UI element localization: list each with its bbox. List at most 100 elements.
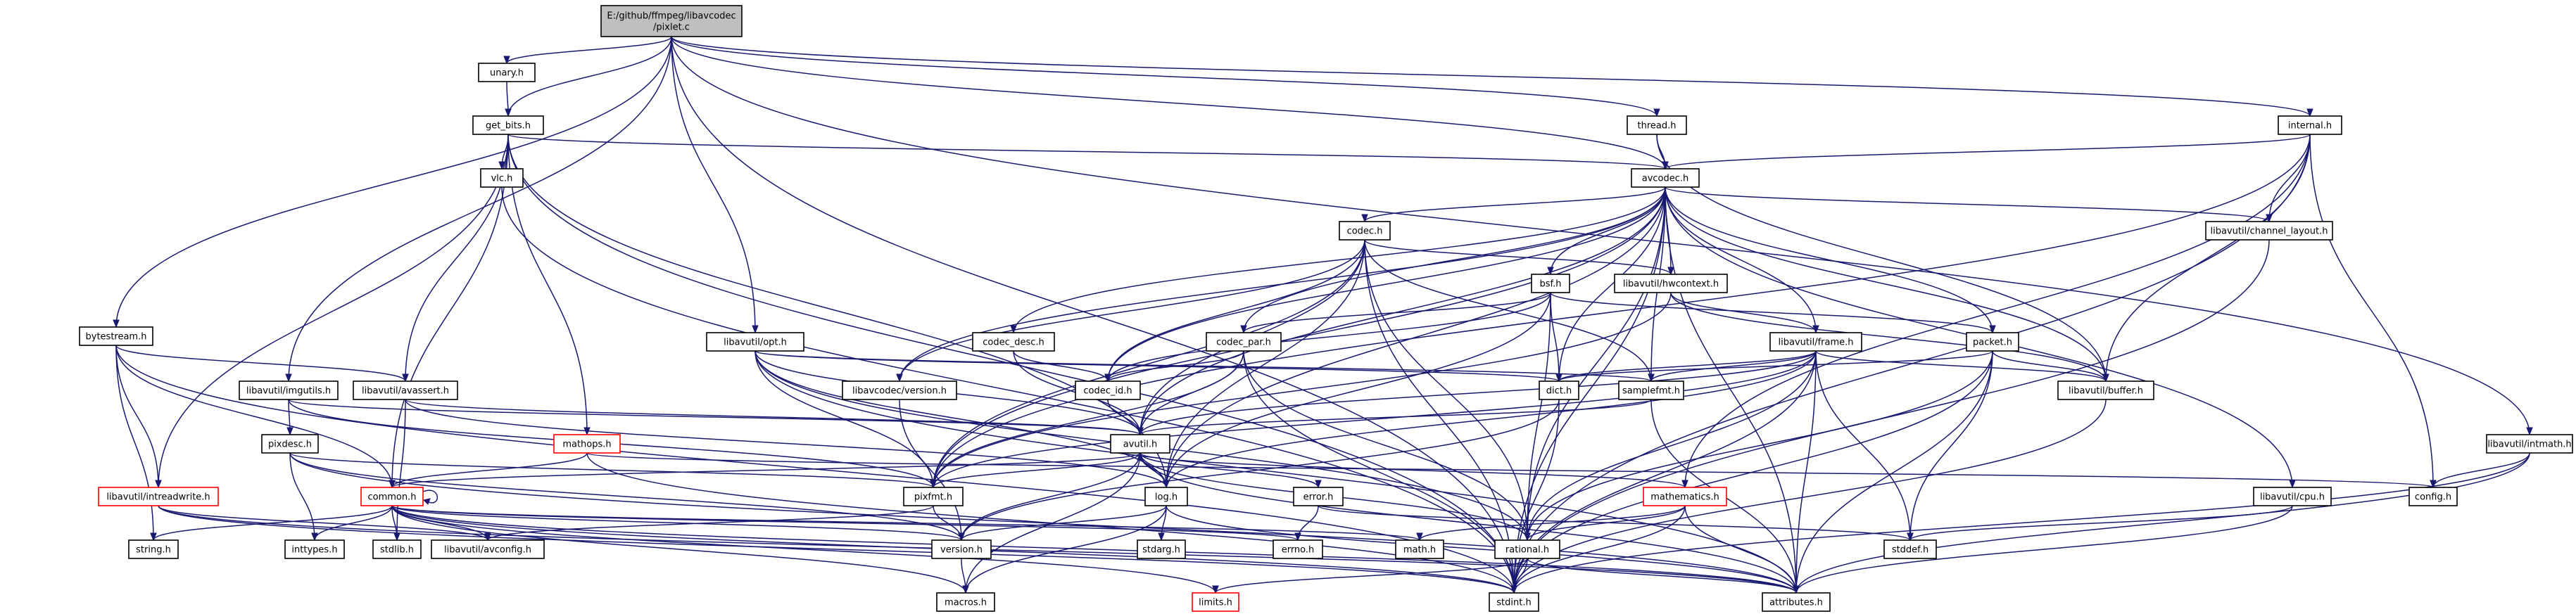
node-avassert[interactable]: libavutil/avassert.h [353,380,458,400]
node-vlc[interactable]: vlc.h [480,168,524,188]
node-hwcontext[interactable]: libavutil/hwcontext.h [1614,274,1728,293]
node-box[interactable] [472,115,544,135]
node-box[interactable] [239,380,339,400]
node-box[interactable] [353,380,458,400]
node-box[interactable] [478,63,536,82]
node-stddef[interactable]: stddef.h [1883,539,1937,559]
node-box[interactable] [1395,539,1444,559]
node-box[interactable] [706,332,804,352]
node-rational[interactable]: rational.h [1494,539,1560,559]
node-box[interactable] [98,487,219,506]
node-samplefmt[interactable]: samplefmt.h [1618,380,1684,400]
node-box[interactable] [1489,592,1539,612]
node-attributes[interactable]: attributes.h [1762,592,1831,612]
node-error[interactable]: error.h [1293,487,1344,506]
node-opt[interactable]: libavutil/opt.h [706,332,804,352]
node-getbits[interactable]: get_bits.h [472,115,544,135]
node-intreadwrite[interactable]: libavutil/intreadwrite.h [98,487,219,506]
node-errno[interactable]: errno.h [1273,539,1323,559]
node-internal[interactable]: internal.h [2278,115,2342,135]
node-box[interactable] [1762,592,1831,612]
node-pixfmt[interactable]: pixfmt.h [903,487,964,506]
node-limits[interactable]: limits.h [1192,592,1239,612]
node-mathops[interactable]: mathops.h [553,434,621,454]
node-buffer[interactable]: libavutil/buffer.h [2057,380,2154,400]
node-box[interactable] [1614,274,1728,293]
node-box[interactable] [1293,487,1344,506]
node-common[interactable]: common.h [360,487,424,506]
node-intmath[interactable]: libavutil/intmath.h [2486,434,2573,454]
node-box[interactable] [2486,434,2573,454]
node-box[interactable] [931,539,992,559]
node-box[interactable] [1206,332,1282,352]
node-imgutils[interactable]: libavutil/imgutils.h [239,380,339,400]
node-box[interactable] [284,539,345,559]
node-box[interactable] [1144,487,1188,506]
node-box[interactable] [128,539,179,559]
node-box[interactable] [2253,487,2332,506]
node-box[interactable] [553,434,621,454]
node-box[interactable] [972,332,1055,352]
node-box[interactable] [372,539,422,559]
node-stdlib[interactable]: stdlib.h [372,539,422,559]
node-stringh[interactable]: string.h [128,539,179,559]
node-box[interactable] [2408,487,2458,506]
node-config[interactable]: config.h [2408,487,2458,506]
node-bytestream[interactable]: bytestream.h [79,326,153,346]
node-box[interactable] [2057,380,2154,400]
node-box[interactable] [360,487,424,506]
node-macros[interactable]: macros.h [936,592,995,612]
node-box[interactable] [1618,380,1684,400]
node-frame[interactable]: libavutil/frame.h [1769,332,1862,352]
node-box[interactable] [480,168,524,188]
node-box[interactable] [1627,115,1687,135]
node-mathh[interactable]: math.h [1395,539,1444,559]
node-box[interactable] [1531,274,1570,293]
node-box[interactable] [1192,592,1239,612]
node-box[interactable] [842,380,957,400]
node-inttypes[interactable]: inttypes.h [284,539,345,559]
node-box[interactable] [431,539,545,559]
node-lavcversion[interactable]: libavcodec/version.h [842,380,957,400]
node-box[interactable] [1494,539,1560,559]
node-box[interactable] [1137,539,1186,559]
node-unary[interactable]: unary.h [478,63,536,82]
node-box[interactable] [2205,221,2333,241]
node-pixdesc[interactable]: pixdesc.h [261,434,319,454]
node-dict[interactable]: dict.h [1539,380,1579,400]
node-codecdesc[interactable]: codec_desc.h [972,332,1055,352]
node-box[interactable] [1075,380,1141,400]
node-bsf[interactable]: bsf.h [1531,274,1570,293]
node-version[interactable]: version.h [931,539,992,559]
node-box[interactable] [1966,332,2019,352]
node-box[interactable] [79,326,153,346]
node-box[interactable] [936,592,995,612]
node-log[interactable]: log.h [1144,487,1188,506]
node-codec[interactable]: codec.h [1339,221,1391,241]
node-box[interactable] [1769,332,1862,352]
node-packet[interactable]: packet.h [1966,332,2019,352]
node-box[interactable] [261,434,319,454]
node-box[interactable] [1631,168,1700,188]
node-codecpar[interactable]: codec_par.h [1206,332,1282,352]
node-stdint[interactable]: stdint.h [1489,592,1539,612]
node-chlayout[interactable]: libavutil/channel_layout.h [2205,221,2333,241]
node-stdarg[interactable]: stdarg.h [1137,539,1186,559]
node-box[interactable] [1273,539,1323,559]
node-pixlet[interactable]: E:/github/ffmpeg/libavcodec/pixlet.c [600,5,743,37]
node-box[interactable] [1539,380,1579,400]
node-box[interactable] [1339,221,1391,241]
node-box[interactable] [1883,539,1937,559]
node-box[interactable] [2278,115,2342,135]
node-box[interactable] [600,5,743,37]
node-cpu[interactable]: libavutil/cpu.h [2253,487,2332,506]
node-avutil[interactable]: avutil.h [1110,434,1170,454]
node-avcodec[interactable]: avcodec.h [1631,168,1700,188]
node-mathematics[interactable]: mathematics.h [1643,487,1727,506]
node-box[interactable] [1110,434,1170,454]
node-box[interactable] [1643,487,1727,506]
node-box[interactable] [903,487,964,506]
node-codecid[interactable]: codec_id.h [1075,380,1141,400]
node-thread[interactable]: thread.h [1627,115,1687,135]
node-avconfig[interactable]: libavutil/avconfig.h [431,539,545,559]
